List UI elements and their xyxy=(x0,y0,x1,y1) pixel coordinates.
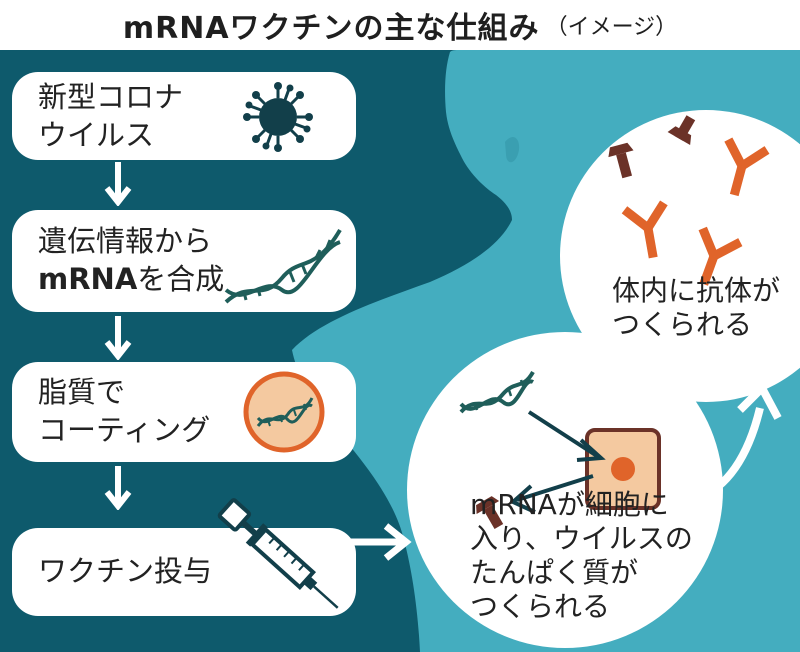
step-vaccination-text: ワクチン投与 xyxy=(38,554,213,588)
antibody-text: 体内に抗体が つくられる xyxy=(612,274,781,341)
viral-protein-icon xyxy=(608,142,634,179)
cell-process-circle xyxy=(407,332,723,648)
antibody-icon xyxy=(724,137,770,197)
step-lipid-coating: 脂質でコーティング xyxy=(12,362,356,462)
lipid-coated-mrna-icon xyxy=(243,371,325,453)
step-virus-text: 新型コロナウイルス xyxy=(38,80,184,152)
coronavirus-icon xyxy=(243,82,313,152)
diagram-title: mRNAワクチンの主な仕組み （イメージ） xyxy=(0,0,800,50)
viral-protein-icon xyxy=(476,496,504,530)
cell-process-text: mRNAが細胞に 入り、ウイルスの たんぱく質が つくられる xyxy=(470,488,693,623)
antibody-circle xyxy=(560,110,800,402)
illustration-panel: 新型コロナウイルス xyxy=(0,50,800,652)
title-sub: （イメージ） xyxy=(545,15,678,40)
arrow-down-icon xyxy=(104,316,132,360)
viral-protein-icon xyxy=(667,115,696,145)
mrna-strand-icon xyxy=(224,228,342,304)
ear-shape xyxy=(505,137,520,163)
syringe-icon xyxy=(217,498,339,609)
arrow-down-icon xyxy=(104,466,132,510)
step-virus: 新型コロナウイルス xyxy=(12,72,356,160)
arrow-down-icon xyxy=(104,162,132,206)
antibody-icon xyxy=(621,200,668,259)
step-lipid-coating-text: 脂質でコーティング xyxy=(38,375,211,447)
antibody-icon xyxy=(698,226,743,286)
arrow-right-icon xyxy=(344,523,412,561)
title-main: mRNAワクチンの主な仕組み xyxy=(122,11,540,46)
